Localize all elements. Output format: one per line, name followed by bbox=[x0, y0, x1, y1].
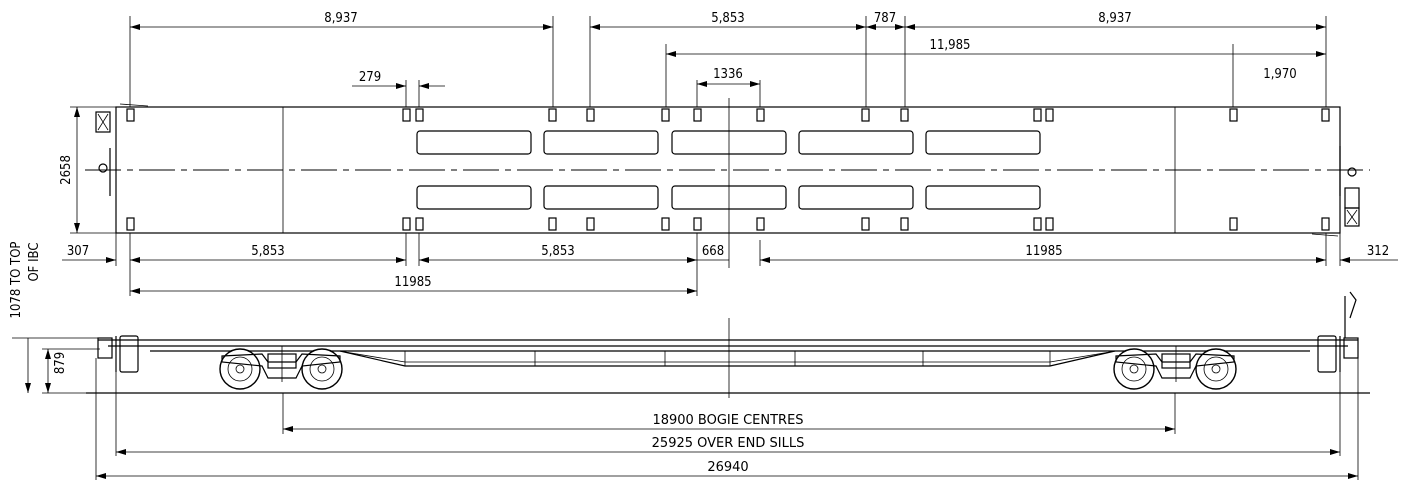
plan-view: 8,937 5,853 787 8,937 11,985 1,970 279 1… bbox=[59, 11, 1398, 296]
dim-5853-bottom-right: 5,853 bbox=[541, 244, 574, 259]
dim-1970: 1,970 bbox=[1263, 67, 1296, 82]
height-label-line1: 1078 TO TOP bbox=[9, 242, 24, 319]
end-fitting-right bbox=[1311, 146, 1360, 237]
dim-668: 668 bbox=[702, 244, 724, 259]
twistlocks-bottom bbox=[126, 217, 1330, 231]
dim-787: 787 bbox=[874, 11, 896, 26]
deck-openings-upper bbox=[416, 130, 1041, 155]
dim-1336: 1336 bbox=[713, 67, 743, 82]
dim-11985-bottom-right: 11985 bbox=[1025, 244, 1062, 259]
dim-8937-right: 8,937 bbox=[1098, 11, 1131, 26]
dim-312: 312 bbox=[1367, 244, 1389, 259]
dim-11985-upper: 11,985 bbox=[930, 38, 971, 53]
dim-over-end-sills: 25925 OVER END SILLS bbox=[652, 436, 805, 451]
dim-279: 279 bbox=[359, 70, 381, 85]
deck-openings-lower bbox=[416, 185, 1041, 210]
dim-879: 879 bbox=[53, 352, 68, 374]
dim-11985-bottom-left: 11985 bbox=[394, 275, 431, 290]
twistlocks-top bbox=[126, 108, 1330, 122]
dim-2658: 2658 bbox=[59, 155, 74, 185]
end-fitting-left bbox=[95, 103, 149, 196]
height-label-line2: OF IBC bbox=[27, 242, 42, 281]
headstock-right bbox=[1317, 291, 1359, 373]
dim-overall-length: 26940 bbox=[707, 460, 748, 475]
dim-5853-bottom-left: 5,853 bbox=[251, 244, 284, 259]
headstock-left bbox=[97, 335, 139, 373]
dim-bogie-centres: 18900 BOGIE CENTRES bbox=[652, 413, 803, 428]
dim-5853-top: 5,853 bbox=[711, 11, 744, 26]
side-view: 1078 TO TOP OF IBC 879 bbox=[9, 242, 1370, 480]
dim-307: 307 bbox=[67, 244, 89, 259]
bogie-right bbox=[1113, 346, 1237, 390]
dim-8937-left: 8,937 bbox=[324, 11, 357, 26]
bogie-left bbox=[219, 346, 343, 390]
